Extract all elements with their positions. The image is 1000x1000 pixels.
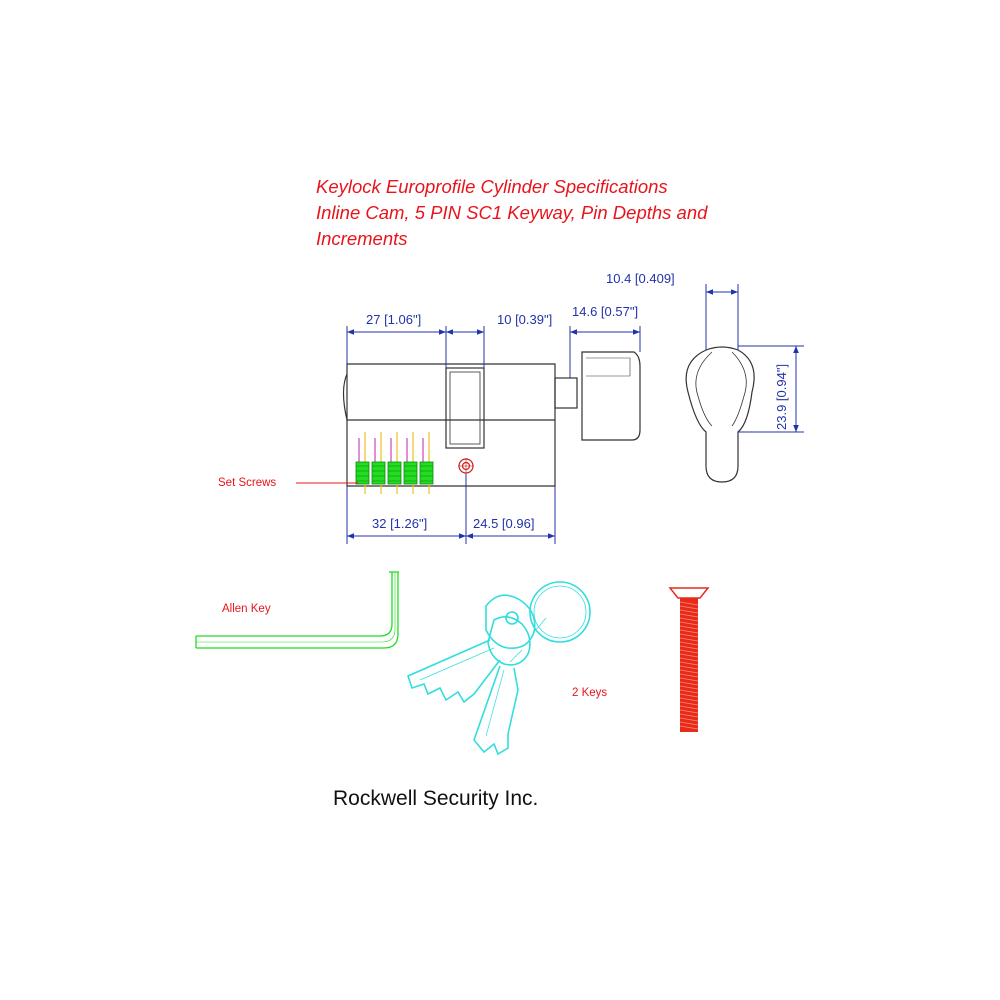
cam-slot [445, 367, 485, 449]
allen-key-icon [195, 571, 399, 649]
title-line-1: Keylock Europrofile Cylinder Specificati… [316, 176, 668, 197]
dim-body-left-top: 27 [1.06"] [366, 312, 421, 327]
dim-cam-gap: 10 [0.39"] [497, 312, 552, 327]
cylinder-rounded-end [342, 373, 348, 421]
screw-icon [668, 587, 710, 732]
end-profile [685, 346, 755, 483]
set-screws-label: Set Screws [218, 477, 276, 489]
pin-3 [387, 432, 402, 494]
cylinder-side-view [342, 351, 641, 487]
knob-spindle [554, 377, 578, 409]
allen-key-label: Allen Key [222, 603, 271, 615]
thumb-turn-knob [581, 351, 641, 441]
title-line-2: Inline Cam, 5 PIN SC1 Keyway, Pin Depths… [316, 202, 708, 223]
dim-body-right-bottom: 24.5 [0.96] [473, 516, 534, 531]
company-name: Rockwell Security Inc. [333, 787, 539, 810]
pin-stack [355, 432, 434, 494]
keys-label: 2 Keys [572, 687, 607, 699]
cylinder-end-view [685, 346, 755, 483]
title-line-3: Increments [316, 228, 408, 249]
dim-knob-height: 23.9 [0.94"] [774, 364, 789, 430]
dimension-lines [346, 284, 804, 544]
cylinder-lower-body [346, 420, 556, 487]
dim-body-left-bottom: 32 [1.26"] [372, 516, 427, 531]
pin-5 [419, 432, 434, 494]
pin-1 [355, 432, 370, 494]
keys-icon [407, 581, 591, 756]
dim-knob-width: 10.4 [0.409] [606, 271, 675, 286]
pin-2 [371, 432, 386, 494]
pin-4 [403, 432, 418, 494]
dim-knob-length: 14.6 [0.57"] [572, 304, 638, 319]
